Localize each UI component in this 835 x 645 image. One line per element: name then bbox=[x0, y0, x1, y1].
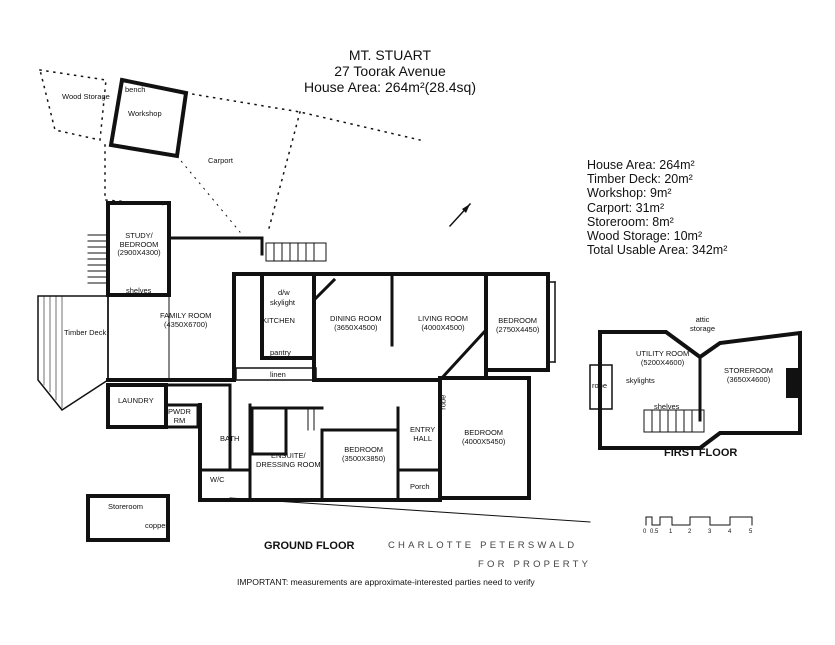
label-robe-main: robe bbox=[438, 394, 448, 410]
label-wc: W/C bbox=[210, 475, 225, 484]
bedroom-1-outline bbox=[484, 272, 550, 372]
scale-label-2: 2 bbox=[688, 529, 692, 535]
label-ensuite: ENSUITE/ DRESSING ROOM bbox=[256, 451, 321, 469]
label-bath: BATH bbox=[220, 434, 240, 443]
ensuite-outline bbox=[250, 406, 288, 456]
area-summary: House Area: 264m² Timber Deck: 20m² Work… bbox=[587, 158, 727, 257]
property-name: MT. STUART bbox=[348, 47, 432, 63]
area-line-carport: Carport: 31m² bbox=[587, 200, 665, 215]
study-outline bbox=[106, 201, 171, 297]
scale-label-0-5: 0.5 bbox=[650, 529, 659, 535]
label-dw: d/w bbox=[278, 288, 290, 297]
scale-label-1: 1 bbox=[669, 529, 673, 535]
area-line-total: Total Usable Area: 342m² bbox=[587, 243, 728, 258]
label-attic-storage: attic storage bbox=[690, 315, 716, 333]
laundry-outline bbox=[106, 383, 168, 429]
label-utility-room: UTILITY ROOM (5200X4600) bbox=[636, 349, 690, 367]
area-line-house: House Area: 264m² bbox=[587, 158, 695, 172]
label-bedroom-2: BEDROOM (3500X3850) bbox=[342, 445, 386, 463]
label-study: STUDY/ BEDROOM (2900X4300) bbox=[117, 231, 161, 257]
ground-floor-title: GROUND FLOOR bbox=[264, 540, 355, 552]
brand-line-1: CHARLOTTE PETERSWALD bbox=[388, 540, 578, 551]
label-shelves-upper: shelves bbox=[654, 402, 680, 411]
label-powder-room: PWDR RM bbox=[168, 407, 191, 425]
house-area-heading: House Area: 264m²(28.4sq) bbox=[304, 79, 476, 95]
label-robe-upper: robe bbox=[592, 381, 608, 390]
disclaimer-text: IMPORTANT: measurements are approximate-… bbox=[237, 577, 535, 587]
label-skylight: skylight bbox=[270, 298, 296, 307]
label-bedroom-3: BEDROOM (4000X5450) bbox=[462, 428, 506, 446]
label-skylights: skylights bbox=[626, 376, 655, 385]
property-address: 27 Toorak Avenue bbox=[334, 63, 446, 79]
label-wood-storage: Wood Storage bbox=[62, 92, 110, 101]
label-entry-hall: ENTRY HALL bbox=[410, 425, 436, 443]
scale-label-4: 4 bbox=[728, 529, 732, 535]
label-timber-deck: Timber Deck bbox=[64, 328, 107, 337]
first-floor-outline bbox=[598, 330, 802, 450]
label-porch: Porch bbox=[410, 482, 430, 491]
timber-deck-outline bbox=[37, 295, 109, 412]
kitchen-outline bbox=[260, 272, 316, 360]
scale-label-0: 0 bbox=[643, 529, 647, 535]
label-living-room: LIVING ROOM (4000X4500) bbox=[418, 314, 469, 332]
label-workshop: Workshop bbox=[128, 109, 162, 118]
bedroom-3-outline bbox=[438, 376, 531, 500]
brand-line-2: FOR PROPERTY bbox=[478, 559, 592, 570]
wood-storage-outline bbox=[38, 69, 107, 141]
label-pantry: pantry bbox=[270, 348, 291, 357]
area-line-deck: Timber Deck: 20m² bbox=[587, 172, 693, 187]
area-line-storeroom: Storeroom: 8m² bbox=[587, 214, 674, 229]
label-bench: bench bbox=[125, 85, 146, 94]
label-dining-room: DINING ROOM (3650X4500) bbox=[330, 314, 382, 332]
label-bedroom-1: BEDROOM (2750X4450) bbox=[496, 316, 540, 334]
label-study-shelves: shelves bbox=[126, 286, 152, 295]
label-linen: linen bbox=[270, 370, 286, 379]
scale-label-5: 5 bbox=[749, 529, 753, 535]
first-floor-title: FIRST FLOOR bbox=[664, 447, 738, 459]
label-kitchen: KITCHEN bbox=[262, 316, 295, 325]
label-carport: Carport bbox=[208, 156, 234, 165]
label-storeroom-upper: STOREROOM (3650X4600) bbox=[724, 366, 774, 384]
outdoor-storeroom-outline bbox=[86, 494, 170, 542]
label-family-room: FAMILY ROOM (4350X6700) bbox=[160, 311, 212, 329]
scale-label-3: 3 bbox=[708, 529, 712, 535]
area-line-workshop: Workshop: 9m² bbox=[587, 186, 672, 201]
label-laundry: LAUNDRY bbox=[118, 396, 154, 405]
area-line-wood-storage: Wood Storage: 10m² bbox=[587, 229, 703, 244]
scale-bar bbox=[645, 516, 753, 526]
label-outdoor-storeroom: Storeroom bbox=[108, 502, 144, 511]
label-copper: copper bbox=[145, 521, 168, 530]
